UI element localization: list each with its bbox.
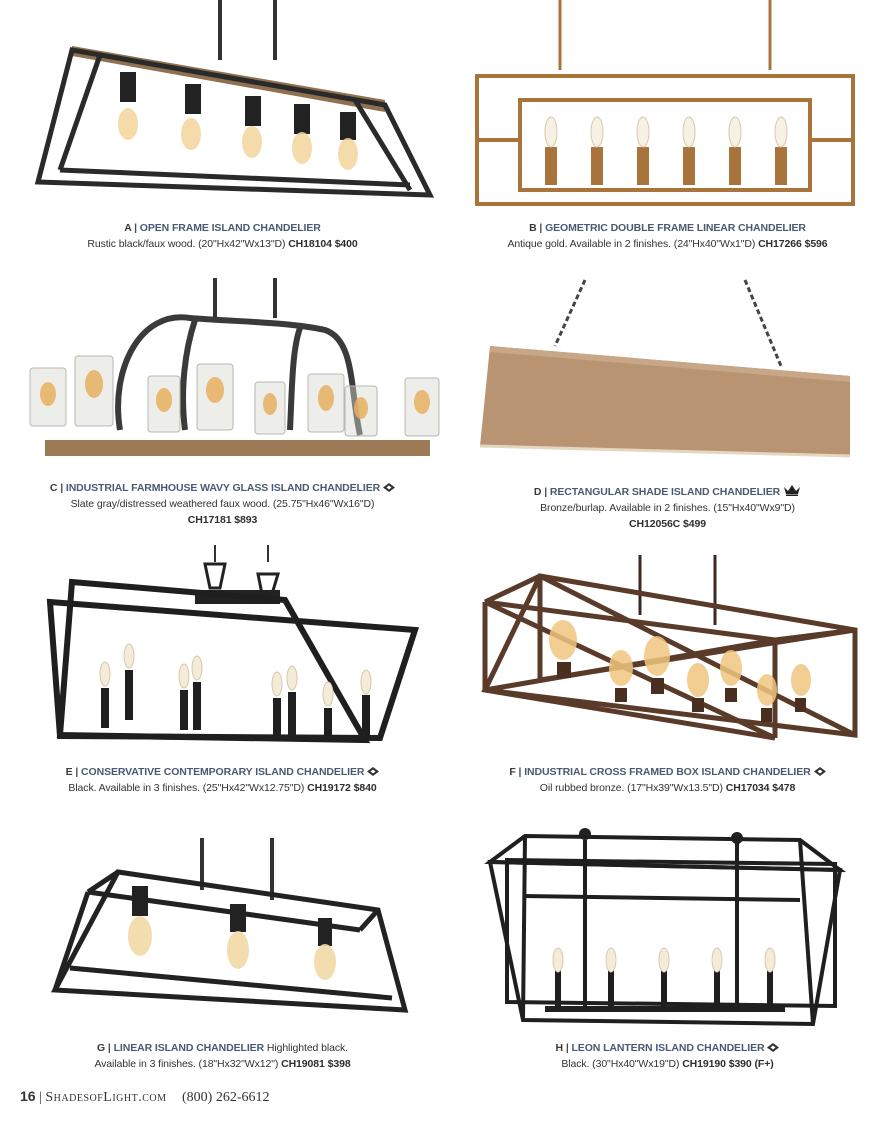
crown-icon [784, 485, 801, 496]
product-c-sku-price: CH17181 $893 [187, 514, 258, 526]
product-f-title[interactable]: F | INDUSTRIAL CROSS FRAMED BOX ISLAND C… [445, 764, 890, 780]
page-number: 16 [20, 1088, 36, 1104]
product-b-title[interactable]: B | GEOMETRIC DOUBLE FRAME LINEAR CHANDE… [529, 222, 806, 234]
product-d-title[interactable]: D | RECTANGULAR SHADE ISLAND CHANDELIER [445, 484, 890, 500]
product-h-image[interactable] [445, 820, 890, 1030]
product-e-image[interactable] [0, 540, 445, 755]
product-a-details: Rustic black/faux wood. (20"Hx42"Wx13"D)… [87, 238, 358, 250]
product-e-details: Black. Available in 3 finishes. (25"Hx42… [68, 782, 377, 794]
product-b-details: Antique gold. Available in 2 finishes. (… [507, 238, 828, 250]
product-d-image[interactable] [445, 270, 890, 470]
product-c-image[interactable] [0, 270, 445, 470]
product-e[interactable]: E | CONSERVATIVE CONTEMPORARY ISLAND CHA… [0, 540, 445, 810]
diamond-icon [367, 767, 380, 776]
product-e-title[interactable]: E | CONSERVATIVE CONTEMPORARY ISLAND CHA… [0, 764, 445, 780]
product-a-image[interactable] [0, 0, 445, 210]
diamond-icon [383, 483, 396, 492]
brand-link[interactable]: ShadesofLight.com [45, 1090, 167, 1105]
product-f[interactable]: F | INDUSTRIAL CROSS FRAMED BOX ISLAND C… [445, 540, 890, 810]
product-g-title[interactable]: G | LINEAR ISLAND CHANDELIER Highlighted… [97, 1042, 348, 1054]
product-f-image[interactable] [445, 540, 890, 755]
footer-separator: | [39, 1090, 42, 1105]
product-b-image[interactable] [445, 0, 890, 210]
product-h[interactable]: H | LEON LANTERN ISLAND CHANDELIER Black… [445, 820, 890, 1080]
product-c-title[interactable]: C | INDUSTRIAL FARMHOUSE WAVY GLASS ISLA… [0, 480, 445, 496]
product-d-sku-price: CH12056C $499 [629, 518, 706, 530]
product-f-details: Oil rubbed bronze. (17"Hx39"Wx13.5"D) CH… [539, 782, 796, 794]
product-h-details: Black. (30"Hx40"Wx19"D) CH19190 $390 (F+… [561, 1058, 774, 1070]
product-c-details: Slate gray/distressed weathered faux woo… [70, 498, 375, 510]
page-footer: 16 | ShadesofLight.com (800) 262-6612 [20, 1088, 270, 1106]
product-g[interactable]: G | LINEAR ISLAND CHANDELIER Highlighted… [0, 820, 445, 1080]
product-g-image[interactable] [0, 820, 445, 1030]
product-d[interactable]: D | RECTANGULAR SHADE ISLAND CHANDELIER … [445, 270, 890, 540]
diamond-icon [813, 767, 826, 776]
product-g-details: Available in 3 finishes. (18"Hx32"Wx12")… [94, 1058, 351, 1070]
diamond-icon [767, 1043, 780, 1052]
product-a-title[interactable]: A | OPEN FRAME ISLAND CHANDELIER [124, 222, 321, 234]
product-a[interactable]: A | OPEN FRAME ISLAND CHANDELIER Rustic … [0, 0, 445, 260]
product-b[interactable]: B | GEOMETRIC DOUBLE FRAME LINEAR CHANDE… [445, 0, 890, 260]
phone-number[interactable]: (800) 262-6612 [182, 1090, 270, 1105]
product-d-details: Bronze/burlap. Available in 2 finishes. … [540, 502, 795, 514]
product-h-title[interactable]: H | LEON LANTERN ISLAND CHANDELIER [445, 1040, 890, 1056]
product-c[interactable]: C | INDUSTRIAL FARMHOUSE WAVY GLASS ISLA… [0, 270, 445, 540]
